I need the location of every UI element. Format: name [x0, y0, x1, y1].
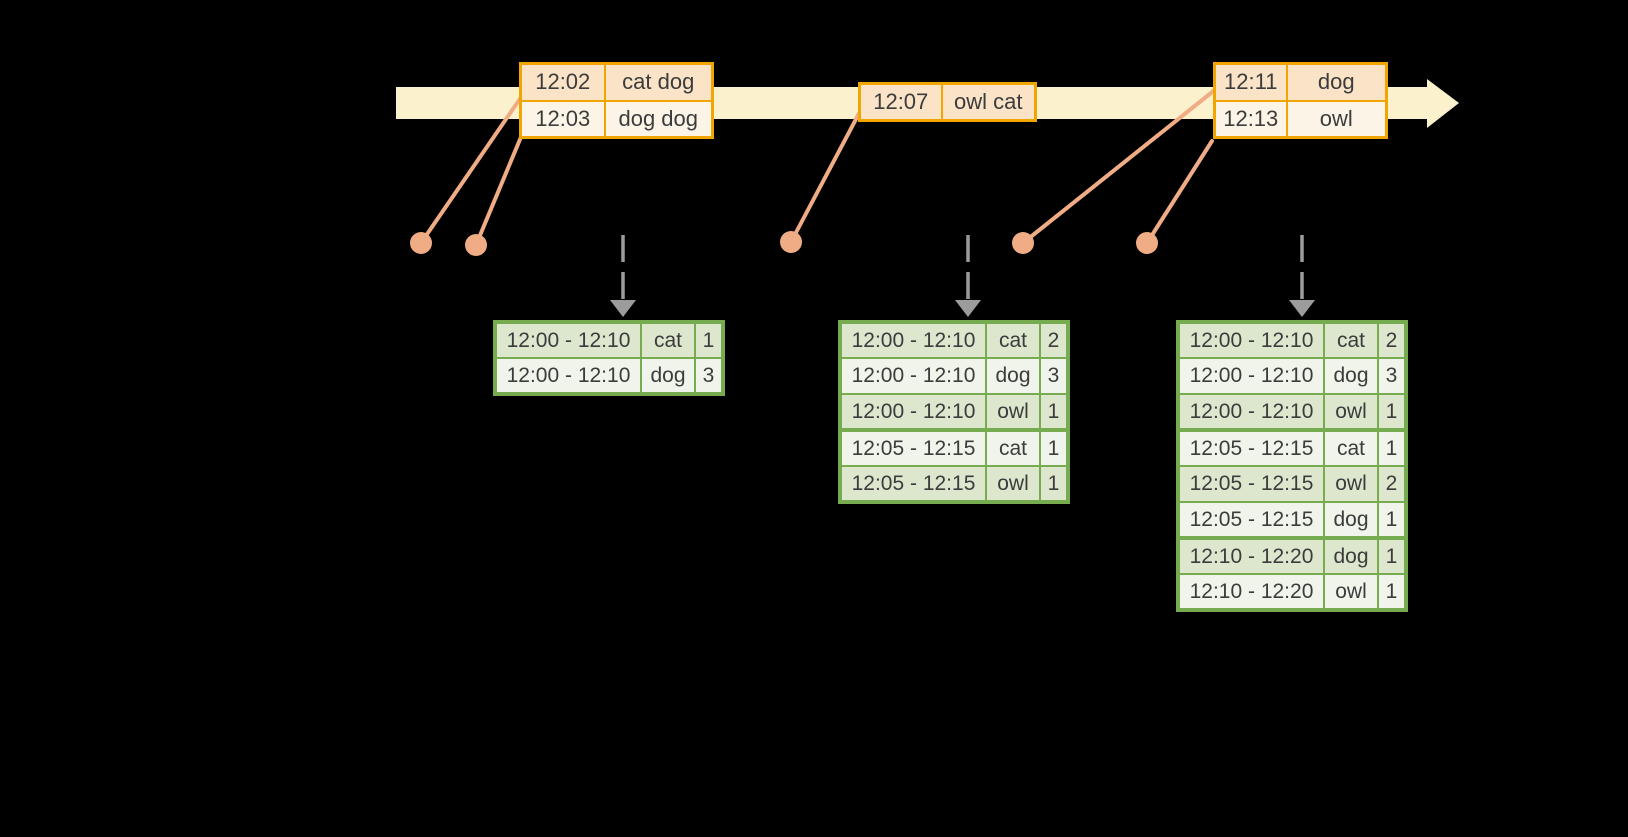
- count-cell: 1: [1039, 465, 1069, 503]
- word-cell: cat: [985, 428, 1041, 467]
- window-cell: 12:05 - 12:15: [1177, 465, 1325, 503]
- count-cell: 1: [1377, 573, 1407, 611]
- event-words-cell: cat dog: [603, 62, 714, 102]
- count-cell: 3: [694, 357, 724, 395]
- trigger-arrow-icon: [1289, 300, 1315, 317]
- event-dot: [1136, 232, 1158, 254]
- event-time-cell: 12:03: [519, 99, 606, 139]
- event-time-cell: 12:11: [1213, 62, 1288, 102]
- event-dot: [1012, 232, 1034, 254]
- count-cell: 3: [1039, 357, 1069, 395]
- word-cell: dog: [640, 357, 696, 395]
- word-cell: owl: [985, 465, 1041, 503]
- count-cell: 2: [1377, 321, 1407, 359]
- count-cell: 3: [1377, 357, 1407, 395]
- count-cell: 2: [1039, 321, 1069, 359]
- word-cell: dog: [985, 357, 1041, 395]
- event-words-cell: dog dog: [603, 99, 714, 139]
- word-cell: owl: [1323, 393, 1379, 431]
- event-words-cell: dog: [1285, 62, 1388, 102]
- count-cell: 1: [1377, 536, 1407, 575]
- count-cell: 1: [1039, 393, 1069, 431]
- window-cell: 12:00 - 12:10: [1177, 357, 1325, 395]
- event-time-cell: 12:02: [519, 62, 606, 102]
- event-connector-line: [474, 135, 523, 247]
- event-time-cell: 12:13: [1213, 99, 1288, 139]
- window-cell: 12:00 - 12:10: [839, 393, 987, 431]
- word-cell: cat: [985, 321, 1041, 359]
- word-cell: dog: [1323, 357, 1379, 395]
- window-cell: 12:00 - 12:10: [839, 321, 987, 359]
- window-cell: 12:05 - 12:15: [1177, 428, 1325, 467]
- count-cell: 2: [1377, 465, 1407, 503]
- word-cell: owl: [1323, 573, 1379, 611]
- trigger-arrow-icon: [610, 300, 636, 317]
- event-dot: [410, 232, 432, 254]
- event-time-cell: 12:07: [858, 82, 943, 122]
- word-cell: cat: [1323, 428, 1379, 467]
- event-connector-line: [419, 88, 528, 245]
- event-connector-line: [789, 102, 866, 244]
- count-cell: 1: [1039, 428, 1069, 467]
- word-cell: owl: [1323, 465, 1379, 503]
- window-cell: 12:00 - 12:10: [494, 321, 642, 359]
- timeline-arrow-icon: [1427, 79, 1459, 128]
- window-cell: 12:00 - 12:10: [1177, 321, 1325, 359]
- event-connector-line: [1145, 139, 1214, 245]
- word-cell: cat: [640, 321, 696, 359]
- count-cell: 1: [1377, 393, 1407, 431]
- count-cell: 1: [1377, 428, 1407, 467]
- event-words-cell: owl cat: [940, 82, 1037, 122]
- window-cell: 12:00 - 12:10: [1177, 393, 1325, 431]
- window-cell: 12:05 - 12:15: [839, 428, 987, 467]
- window-cell: 12:10 - 12:20: [1177, 573, 1325, 611]
- window-cell: 12:10 - 12:20: [1177, 536, 1325, 575]
- window-cell: 12:05 - 12:15: [839, 465, 987, 503]
- trigger-arrow-icon: [955, 300, 981, 317]
- count-cell: 1: [694, 321, 724, 359]
- window-cell: 12:05 - 12:15: [1177, 501, 1325, 539]
- event-connector-line: [1021, 79, 1228, 245]
- event-dot: [465, 234, 487, 256]
- word-cell: owl: [985, 393, 1041, 431]
- event-dot: [780, 231, 802, 253]
- window-cell: 12:00 - 12:10: [839, 357, 987, 395]
- word-cell: cat: [1323, 321, 1379, 359]
- count-cell: 1: [1377, 501, 1407, 539]
- event-words-cell: owl: [1285, 99, 1388, 139]
- word-cell: dog: [1323, 536, 1379, 575]
- word-cell: dog: [1323, 501, 1379, 539]
- window-cell: 12:00 - 12:10: [494, 357, 642, 395]
